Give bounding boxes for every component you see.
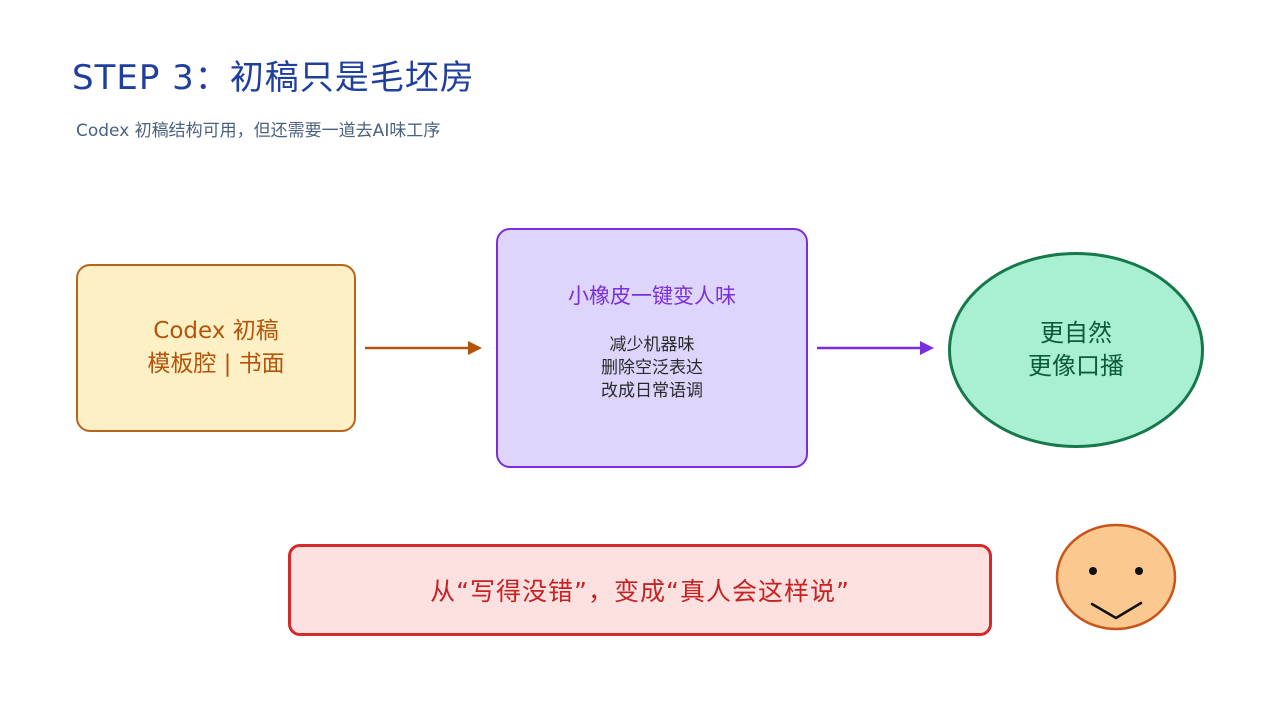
- result-line-1: 更自然: [1040, 319, 1112, 347]
- process-item: 删除空泛表达: [601, 357, 703, 378]
- arrow-draft-to-process: [365, 341, 482, 355]
- draft-box-line-1: Codex 初稿: [153, 318, 279, 344]
- result-line-2: 更像口播: [1028, 352, 1124, 380]
- page-title: STEP 3：初稿只是毛坯房: [72, 58, 475, 98]
- eraser-process-box: 小橡皮一键变人味 减少机器味 删除空泛表达 改成日常语调: [496, 228, 808, 468]
- summary-banner: 从“写得没错”，变成“真人会这样说”: [288, 544, 992, 636]
- process-item: 改成日常语调: [601, 380, 703, 401]
- draft-box: Codex 初稿 模板腔 | 书面: [76, 264, 356, 432]
- process-item: 减少机器味: [609, 334, 695, 355]
- smiley-face-icon: [1055, 523, 1177, 631]
- draft-box-line-2: 模板腔 | 书面: [147, 351, 285, 377]
- summary-banner-text: 从“写得没错”，变成“真人会这样说”: [430, 577, 850, 606]
- result-ellipse: 更自然 更像口播: [948, 252, 1204, 448]
- arrow-process-to-result: [817, 341, 934, 355]
- page-subtitle: Codex 初稿结构可用，但还需要一道去AI味工序: [76, 121, 441, 141]
- process-title: 小橡皮一键变人味: [568, 283, 736, 308]
